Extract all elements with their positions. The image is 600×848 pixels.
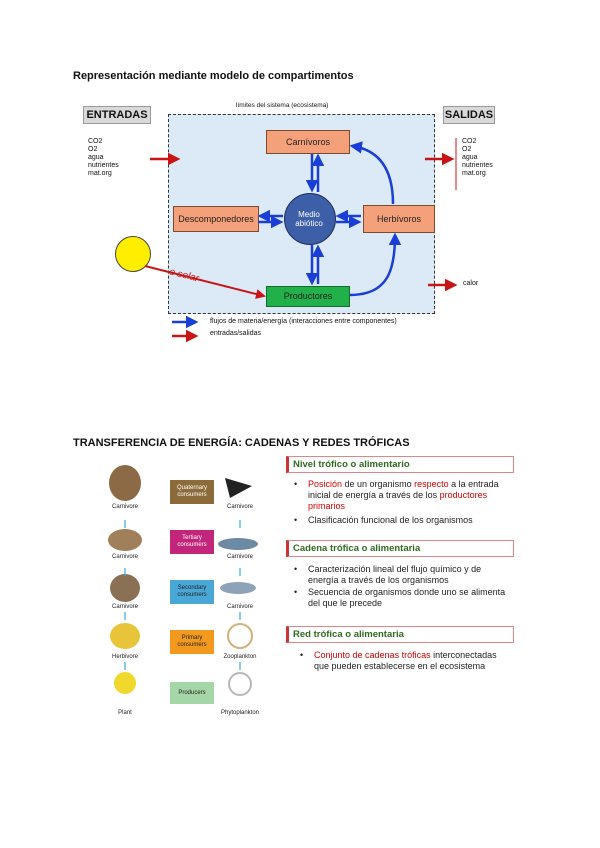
- organism-illustrations: [108, 465, 258, 696]
- output-item: nutrientes: [462, 162, 493, 169]
- bullet-item: • Secuencia de organismos donde uno se a…: [294, 587, 508, 609]
- entradas-label: ENTRADAS: [83, 106, 151, 124]
- input-item: mat.org: [88, 170, 112, 177]
- bullet-item: • Posición de un organismo respecto a la…: [294, 479, 508, 512]
- bullet-item: • Conjunto de cadenas tróficas intercone…: [300, 650, 508, 672]
- right-caption: Carnivore: [226, 504, 253, 510]
- legend-red-text: entradas/salidas: [210, 330, 261, 337]
- definition-block: Nivel trófico o alimentario • Posición d…: [286, 456, 514, 526]
- left-caption: Carnivore: [111, 504, 138, 510]
- level-secondary: Secondary consumers: [170, 580, 214, 604]
- right-caption: Zooplankton: [223, 654, 257, 660]
- definition-block: Red trófica o alimentaria • Conjunto de …: [286, 626, 514, 672]
- medio-abiotico-label: Medio abiótico: [295, 210, 323, 228]
- left-caption: Carnivore: [111, 554, 138, 560]
- legend-blue-text: flujos de materia/energía (interacciones…: [210, 318, 397, 325]
- input-item: nutrientes: [88, 162, 119, 169]
- system-label: límites del sistema (ecosistema): [236, 102, 329, 109]
- section1-title: Representación mediante modelo de compar…: [73, 70, 354, 82]
- definition-block: Cadena trófica o alimentaria • Caracteri…: [286, 540, 514, 609]
- output-item: O2: [462, 146, 472, 153]
- bullet-dot: •: [294, 515, 298, 525]
- bullet-dot: •: [294, 587, 298, 597]
- salidas-label: SALIDAS: [443, 106, 495, 124]
- bullet-dot: •: [294, 564, 298, 574]
- output-item: mat.org: [462, 170, 486, 177]
- left-caption: Plant: [118, 710, 132, 716]
- input-item: O2: [88, 146, 98, 153]
- output-item: CO2: [462, 138, 477, 145]
- bullet-text: Clasificación funcional de los organismo…: [308, 515, 473, 525]
- compartment-descomponedores: Descomponedores: [173, 206, 259, 232]
- bullet-dot: •: [294, 479, 298, 489]
- compartment-herbivoros: Herbívoros: [363, 205, 435, 233]
- right-caption: Phytoplankton: [220, 710, 260, 716]
- level-quaternary: Quaternary consumers: [170, 480, 214, 504]
- outputs-list: CO2 O2 agua nutrientes mat.org: [462, 138, 493, 178]
- compartment-productores: Productores: [266, 286, 350, 307]
- level-primary: Primary consumers: [170, 630, 214, 654]
- block-heading: Cadena trófica o alimentaria: [286, 540, 514, 557]
- bullet-text: Caracterización lineal del flujo químico…: [308, 564, 482, 585]
- bullet-text: a la entrada inicial de energía a través…: [308, 479, 499, 500]
- solar-arrow: [144, 265, 266, 299]
- bullet-text: Conjunto de cadenas tróficas: [314, 650, 431, 660]
- calor-label: calor: [463, 280, 479, 287]
- bullet-text: respecto: [414, 479, 449, 489]
- bullet-item: • Caracterización lineal del flujo quími…: [294, 564, 508, 586]
- trophic-levels-figure: Quaternary consumers Tertiary consumers …: [100, 458, 280, 728]
- bullet-text: productores primarios: [308, 490, 488, 511]
- bullet-text: Secuencia de organismos donde uno se ali…: [308, 587, 506, 608]
- bullet-text: de un organismo: [342, 479, 415, 489]
- compartment-carnivoros: Carnívoros: [266, 130, 350, 154]
- bullet-item: • Clasificación funcional de los organis…: [294, 515, 508, 526]
- input-item: CO2: [88, 138, 103, 145]
- right-caption: Carnivore: [226, 554, 253, 560]
- sun-icon: [115, 236, 151, 272]
- bullet-text: interconectadas que pueden establecerse …: [314, 650, 497, 671]
- right-caption: Carnivore: [226, 604, 253, 610]
- output-item: agua: [462, 154, 478, 161]
- level-producers: Producers: [170, 682, 214, 704]
- flow-herb-carn: [349, 141, 395, 205]
- inputs-list: CO2 O2 agua nutrientes mat.org: [88, 138, 119, 178]
- left-caption: Herbivore: [111, 654, 138, 660]
- bullet-text: Posición: [308, 479, 343, 489]
- left-caption: Carnivore: [111, 604, 138, 610]
- block-heading: Red trófica o alimentaria: [286, 626, 514, 643]
- block-heading: Nivel trófico o alimentario: [286, 456, 514, 473]
- level-tertiary: Tertiary consumers: [170, 530, 214, 554]
- bullet-dot: •: [300, 650, 304, 660]
- section2-title: TRANSFERENCIA DE ENERGÍA: CADENAS Y REDE…: [73, 437, 410, 449]
- flow-prod-herb: [349, 232, 402, 297]
- model-arrows: [144, 138, 458, 343]
- input-item: agua: [88, 154, 104, 161]
